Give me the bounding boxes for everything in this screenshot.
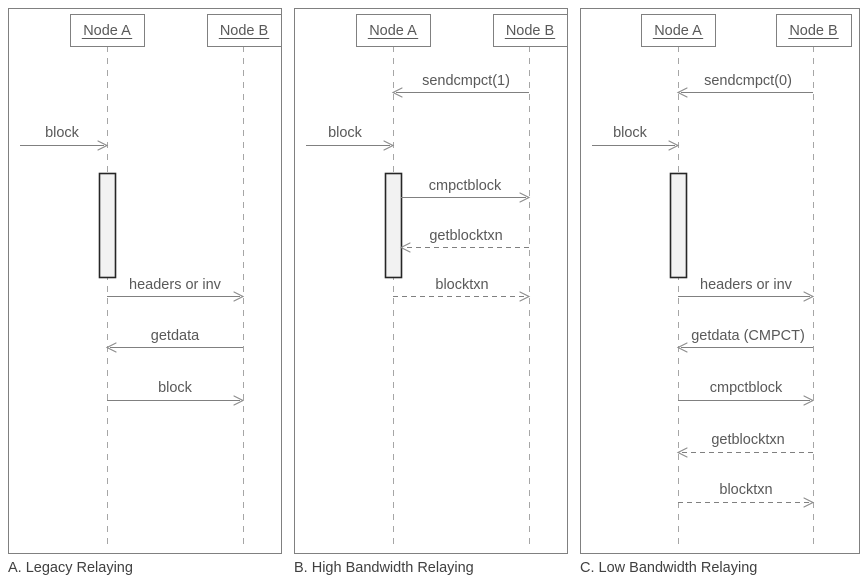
arrowhead-icon	[391, 87, 403, 98]
actor-box-node-a[interactable]	[70, 14, 145, 47]
arrowhead-icon	[803, 291, 815, 302]
message-headers-or-inv[interactable]: headers or inv	[678, 277, 815, 302]
arrowhead-icon	[233, 291, 245, 302]
actor-box-node-a[interactable]	[641, 14, 716, 47]
message-getdata[interactable]: getdata	[105, 328, 243, 353]
message-blocktxn[interactable]: blocktxn	[393, 277, 531, 302]
panel-border	[8, 8, 282, 554]
actor-label-node-b: Node B	[220, 23, 268, 39]
message-cmpctblock[interactable]: cmpctblock	[401, 178, 531, 203]
message-sendcmpct-1[interactable]: sendcmpct(1)	[391, 73, 529, 98]
arrowhead-icon	[519, 192, 531, 203]
arrowhead-icon	[383, 140, 395, 151]
message-label: getblocktxn	[429, 228, 502, 244]
message-label: headers or inv	[129, 277, 222, 293]
message-label: cmpctblock	[429, 178, 502, 194]
message-getblocktxn[interactable]: getblocktxn	[399, 228, 529, 253]
message-label: block	[328, 125, 363, 141]
activation-bar	[669, 172, 688, 279]
message-block[interactable]: block	[20, 125, 109, 151]
arrowhead-icon	[668, 140, 680, 151]
message-block[interactable]: block	[592, 125, 680, 151]
panel-caption: A. Legacy Relaying	[8, 560, 133, 576]
actor-label-node-a: Node A	[654, 23, 702, 39]
arrowhead-icon	[519, 291, 531, 302]
actor-box-node-a[interactable]	[356, 14, 431, 47]
message-label: sendcmpct(1)	[422, 73, 510, 89]
message-label: block	[45, 125, 80, 141]
arrowhead-icon	[803, 395, 815, 406]
message-label: getdata (CMPCT)	[691, 328, 805, 344]
message-block[interactable]: block	[107, 380, 245, 406]
message-label: cmpctblock	[710, 380, 783, 396]
panel-b: Node A Node B sendcmpct(1) block cmpctblock g…	[294, 8, 568, 576]
message-getblocktxn[interactable]: getblocktxn	[676, 432, 813, 458]
message-label: blocktxn	[719, 482, 772, 498]
message-sendcmpct-0[interactable]: sendcmpct(0)	[676, 73, 813, 98]
arrowhead-icon	[676, 447, 688, 458]
arrowhead-icon	[676, 87, 688, 98]
message-label: getblocktxn	[711, 432, 784, 448]
message-label: block	[613, 125, 648, 141]
arrowhead-icon	[803, 497, 815, 508]
panel-caption: B. High Bandwidth Relaying	[294, 560, 474, 576]
panel-border	[294, 8, 568, 554]
actor-box-node-b[interactable]	[493, 14, 568, 47]
activation-bar	[98, 172, 117, 279]
panel-a: Node A Node B block headers or inv getdata bl…	[8, 8, 282, 576]
message-label: getdata	[151, 328, 200, 344]
message-getdata-cmpct[interactable]: getdata (CMPCT)	[676, 328, 813, 353]
message-block[interactable]: block	[306, 125, 395, 151]
actor-label-node-b: Node B	[789, 23, 837, 39]
message-headers-or-inv[interactable]: headers or inv	[107, 277, 245, 302]
arrowhead-icon	[399, 242, 411, 253]
message-blocktxn[interactable]: blocktxn	[678, 482, 815, 508]
actor-label-node-a: Node A	[369, 23, 417, 39]
panel-caption: C. Low Bandwidth Relaying	[580, 560, 757, 576]
message-cmpctblock[interactable]: cmpctblock	[678, 380, 815, 406]
activation-bar	[384, 172, 403, 279]
actor-box-node-b[interactable]	[207, 14, 282, 47]
message-label: blocktxn	[435, 277, 488, 293]
message-label: sendcmpct(0)	[704, 73, 792, 89]
actor-label-node-b: Node B	[506, 23, 554, 39]
arrowhead-icon	[233, 395, 245, 406]
message-label: headers or inv	[700, 277, 793, 293]
arrowhead-icon	[676, 342, 688, 353]
actor-box-node-b[interactable]	[776, 14, 852, 47]
actor-label-node-a: Node A	[83, 23, 131, 39]
arrowhead-icon	[105, 342, 117, 353]
arrowhead-icon	[97, 140, 109, 151]
panel-c: Node A Node B sendcmpct(0) block headers or …	[580, 8, 860, 576]
message-label: block	[158, 380, 193, 396]
